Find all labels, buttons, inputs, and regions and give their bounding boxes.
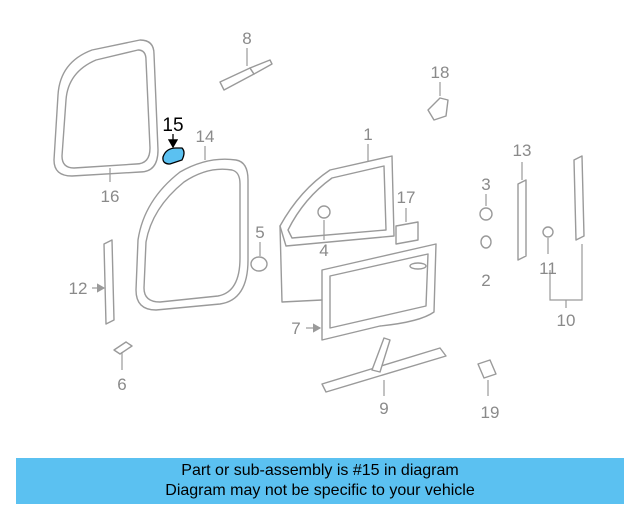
callout-4: 4 [319,241,328,260]
callout-9: 9 [379,399,388,418]
part-18-clip [427,82,449,121]
callout-5: 5 [255,223,264,242]
part-4-grommet [317,205,331,240]
callout-18: 18 [431,63,450,82]
callout-16: 16 [101,187,120,206]
part-11-clip [542,226,554,254]
callout-19: 19 [481,403,500,422]
part-16-weatherstrip [53,39,159,182]
part-14-weatherstrip [135,146,249,311]
callout-7: 7 [291,319,300,338]
part-5-plug [250,242,268,272]
callout-14: 14 [196,127,215,146]
callout-8: 8 [242,29,251,48]
callout-3: 3 [481,175,490,194]
info-banner: Part or sub-assembly is #15 in diagram D… [16,458,624,504]
banner-line-2: Diagram may not be specific to your vehi… [165,482,475,499]
callout-11: 11 [539,259,557,278]
part-13-trim [517,162,527,261]
part-6-bracket [113,341,133,370]
part-17-pad [395,208,419,245]
part-19-bracket [477,359,497,396]
parts-diagram: 1 2 3 4 5 6 7 8 9 10 11 12 13 14 15 16 1… [53,29,585,422]
callout-13: 13 [513,141,532,160]
part-12-strip [92,239,115,325]
part-10-molding [549,155,585,308]
part-3-nut [479,194,493,221]
part-7-outer-panel [306,243,437,341]
callout-10: 10 [557,311,576,330]
part-8-screw [219,48,273,91]
callout-1: 1 [363,125,372,144]
callout-2: 2 [481,271,490,290]
part-15-bumper [162,134,185,165]
part-9-rocker-molding [321,337,447,396]
part-2-washer [480,235,492,249]
banner-line-1: Part or sub-assembly is #15 in diagram [181,462,459,479]
callout-6: 6 [117,375,126,394]
callout-17: 17 [397,188,416,207]
callout-12: 12 [69,279,88,298]
part-1-door-shell [279,144,395,303]
callout-15: 15 [162,115,183,136]
